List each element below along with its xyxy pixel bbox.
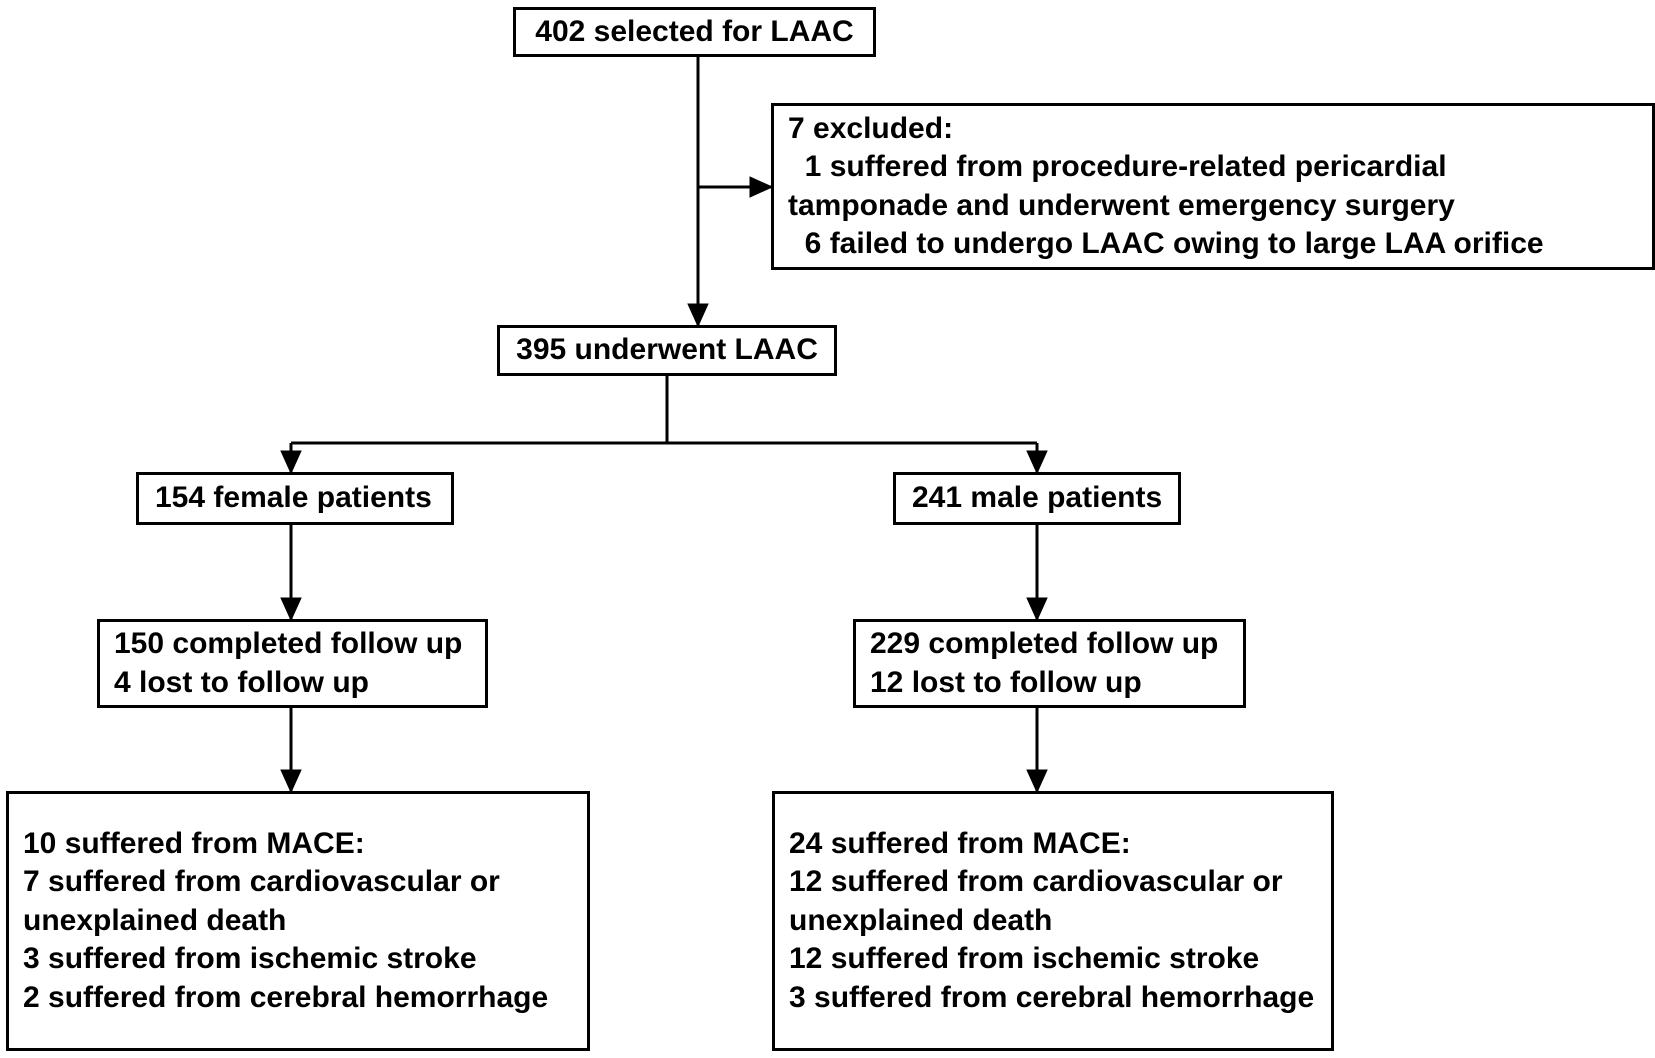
- node-female-mace-line-4: 3 suffered from ischemic stroke: [23, 942, 477, 976]
- node-male-line-1: 241 male patients: [912, 481, 1163, 515]
- node-male-mace-line-3: unexplained death: [789, 903, 1053, 937]
- node-female-mace-line-2: 7 suffered from cardiovascular or: [23, 865, 500, 899]
- node-female-followup-line-2: 4 lost to follow up: [114, 665, 369, 699]
- node-male-followup-line-1: 229 completed follow up: [870, 627, 1219, 661]
- node-female-mace: 10 suffered from MACE: 7 suffered from c…: [6, 791, 590, 1051]
- node-male-followup: 229 completed follow up 12 lost to follo…: [853, 619, 1246, 708]
- node-selected-for-laac: 402 selected for LAAC: [513, 7, 876, 57]
- node-excluded-line-2: 1 suffered from procedure-related perica…: [788, 150, 1447, 184]
- node-excluded-line-3: tamponade and underwent emergency surger…: [788, 188, 1455, 222]
- node-male-patients: 241 male patients: [893, 472, 1181, 525]
- node-male-followup-line-2: 12 lost to follow up: [870, 665, 1142, 699]
- node-female-followup-line-1: 150 completed follow up: [114, 627, 463, 661]
- node-excluded-line-1: 7 excluded:: [788, 111, 954, 145]
- node-excluded: 7 excluded: 1 suffered from procedure-re…: [771, 103, 1655, 270]
- node-female-line-1: 154 female patients: [155, 481, 432, 515]
- node-selected-line-1: 402 selected for LAAC: [535, 14, 854, 48]
- node-underwent-line-1: 395 underwent LAAC: [516, 333, 818, 367]
- node-male-mace: 24 suffered from MACE: 12 suffered from …: [772, 791, 1334, 1051]
- node-female-patients: 154 female patients: [136, 472, 454, 525]
- node-male-mace-line-5: 3 suffered from cerebral hemorrhage: [789, 980, 1315, 1014]
- node-underwent-laac: 395 underwent LAAC: [497, 325, 837, 376]
- node-female-mace-line-5: 2 suffered from cerebral hemorrhage: [23, 980, 549, 1014]
- node-female-followup: 150 completed follow up 4 lost to follow…: [97, 619, 488, 708]
- node-male-mace-line-4: 12 suffered from ischemic stroke: [789, 942, 1260, 976]
- node-male-mace-line-2: 12 suffered from cardiovascular or: [789, 865, 1283, 899]
- node-female-mace-line-1: 10 suffered from MACE:: [23, 827, 365, 861]
- node-excluded-line-4: 6 failed to undergo LAAC owing to large …: [788, 226, 1544, 260]
- node-male-mace-line-1: 24 suffered from MACE:: [789, 827, 1131, 861]
- node-female-mace-line-3: unexplained death: [23, 903, 287, 937]
